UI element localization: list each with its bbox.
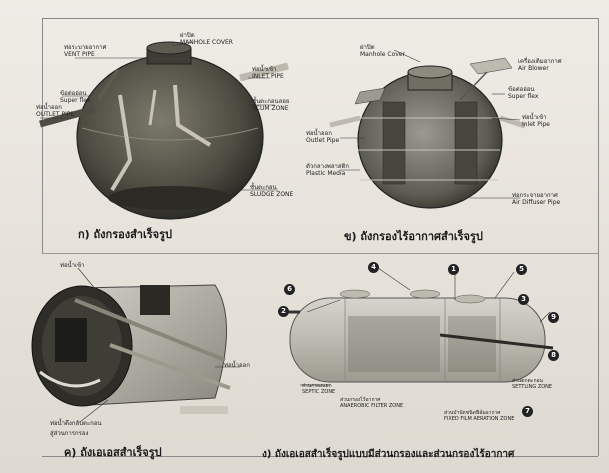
- inlet-label-c: ท่อน้ำเข้า: [60, 262, 85, 269]
- anaerobic-filter-tank: [330, 58, 525, 208]
- caption-panel-c: ค) ถังเอเอสสำเร็จรูป: [64, 446, 162, 459]
- marker-9: 9: [548, 312, 559, 323]
- marker-3: 3: [518, 294, 529, 305]
- marker-8: 8: [548, 350, 559, 361]
- outlet-label-c: ท่อน้ำออก: [224, 362, 250, 369]
- marker-5: 5: [516, 264, 527, 275]
- return-pump-label: ท่อน้ำดึงกลับตะกอน: [50, 420, 101, 427]
- combined-treatment-tank: [282, 290, 553, 385]
- marker-7: 7: [522, 406, 533, 417]
- marker-2: 2: [278, 306, 289, 317]
- zone-label-c: สู่ส่วนการกรอง: [50, 430, 88, 437]
- marker-6: 6: [284, 284, 295, 295]
- activated-sludge-tank: [32, 285, 230, 410]
- marker-4: 4: [368, 262, 379, 273]
- caption-panel-b: ข) ถังกรองไร้อากาศสำเร็จรูป: [344, 230, 483, 243]
- marker-1: 1: [448, 264, 459, 275]
- caption-panel-a: ก) ถังกรองสำเร็จรูป: [78, 228, 172, 241]
- caption-panel-d: ง) ถังเอเอสสำเร็จรูปแบบมีส่วนกรองและส่วน…: [262, 448, 514, 461]
